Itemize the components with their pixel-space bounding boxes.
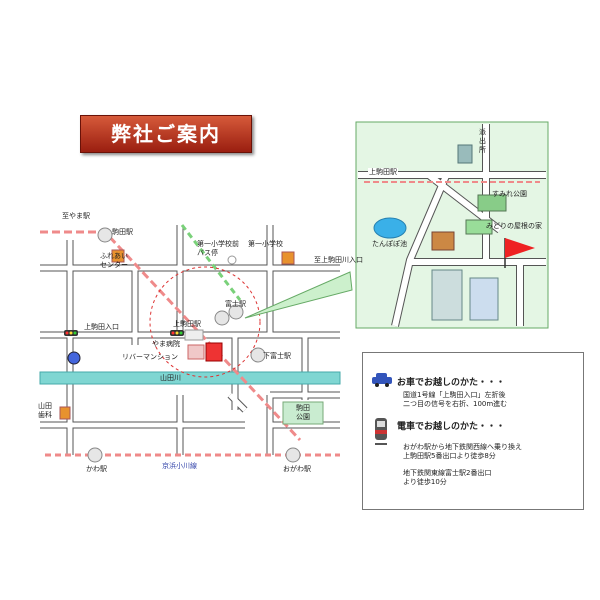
place-label-daiichi-school: 第一小学校 [248,240,283,248]
train-directions-1: おがわ駅から地下鉄関西線へ乗り換え 上駒田駅5番出口より徒歩8分 [403,443,522,460]
tanpopo-pond [373,217,407,239]
car-directions: 国道1号線「上駒田入口」左折後 二つ目の信号を右折、100m進む [403,391,508,408]
fureai-center-building [111,249,125,263]
station-label-shimofuji: 下富士駅 [263,352,291,360]
page-title-banner: 弊社ご案内 [80,115,252,153]
station-ogawa [285,447,301,463]
target-area-circle [149,266,261,378]
daiichi-school-building [281,251,295,265]
railway-line-green [180,224,242,301]
station-kamikomada [214,310,230,326]
place-label-kamikomada-iriguchi: 上駒田入口 [84,323,119,331]
shrine-building [431,231,455,251]
inset-label-sumire-park: すみれ公園 [492,190,527,198]
station-fuji [228,304,244,320]
inset-label-midori-house: みどりの屋根の家 [486,222,542,230]
midori-house-building [465,219,493,235]
police-box-building [457,144,473,164]
car-icon [372,373,392,387]
place-label-yama-hospital: やま病院 [152,340,180,348]
place-label-fureai: ふれあい センター [100,252,128,269]
place-label-yamadagawa: 山田川 [160,374,181,382]
rail-label-keihin: 京浜小川線 [162,462,197,470]
station-label-komada: 駒田駅 [112,228,133,236]
place-label-komada-park: 駒田 公園 [296,404,310,421]
page-title: 弊社ご案内 [111,122,221,146]
place-label-yamada-store: 山田 歯科 [38,402,52,419]
directions-panel: お車でお越しのかた・・・ 国道1号線「上駒田入口」左折後 二つ目の信号を右折、1… [362,352,584,510]
station-shimofuji [250,347,266,363]
destination-flag-icon [505,238,535,258]
station-label-fuji: 富士駅 [225,300,246,308]
route-1-marker-icon [67,351,81,365]
sumire-park-area [477,194,507,212]
river-mansion-building [187,344,205,360]
place-label-kamikomadagawa: 至上駒田川入口 [314,256,363,264]
inset-label-tanpopo: たんぽぽ池 [372,240,407,248]
place-label-river-mansion: リバーマンション [122,353,178,361]
train-directions-2: 地下鉄関東線富士駅2番出口 より徒歩10分 [403,469,492,486]
inset-building-2 [469,277,499,321]
komada-park-area [282,401,324,425]
station-markers [87,227,301,463]
inset-label-kamikomada-station: 上駒田駅 [368,168,398,177]
inset-target-building [431,269,463,321]
yamada-store-building [59,406,71,420]
car-heading: お車でお越しのかた・・・ [397,378,506,388]
station-label-ogawa: おがわ駅 [283,465,311,473]
yama-hospital-building [184,329,204,341]
train-icon [375,418,387,445]
station-label-kamikomada: 上駒田駅 [173,320,201,328]
inset-callout [244,271,353,319]
inset-label-police: 派出所 [479,128,486,154]
station-label-kawa: かわ駅 [86,465,107,473]
station-komada [97,227,113,243]
station-kawa [87,447,103,463]
inset-map [355,121,549,329]
place-label-bus-stop: 第一小学校前 バス停 [197,240,239,257]
bus-stop-icon [227,255,237,265]
target-building [205,342,223,362]
station-label-shiyama: 至やま駅 [62,212,90,220]
river [39,371,341,385]
train-heading: 電車でお越しのかた・・・ [397,422,506,432]
